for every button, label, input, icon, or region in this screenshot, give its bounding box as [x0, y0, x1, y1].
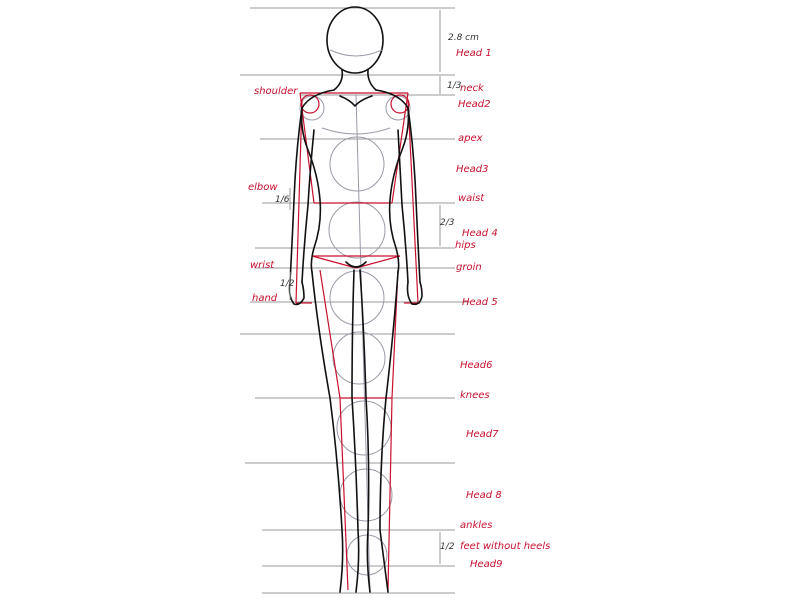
label-head4: Head 4: [462, 228, 498, 239]
label-head8: Head 8: [466, 490, 502, 501]
head-measurement-label: 2.8 cm: [448, 33, 479, 43]
label-neck-fraction: 1/3: [447, 81, 462, 91]
measure-marks: [289, 10, 441, 564]
label-groin: groin: [456, 262, 482, 273]
label-apex: apex: [458, 133, 483, 144]
collarbone: [339, 95, 373, 107]
left-leg-outer: [311, 271, 344, 593]
groin: [345, 261, 367, 268]
label-feet-fraction: 1/2: [440, 542, 455, 552]
left-arm-line: [295, 99, 303, 304]
label-head2: Head2: [458, 99, 491, 110]
label-head9: Head9: [470, 559, 503, 570]
construction-circles: [299, 94, 411, 593]
label-neck: neck: [460, 83, 485, 94]
right-leg-outer: [379, 271, 399, 593]
label-wrist: wrist: [250, 260, 275, 271]
construction-circle: [299, 95, 325, 121]
label-shoulder: shoulder: [254, 86, 298, 97]
construction-circle: [332, 331, 386, 385]
label-head3: Head3: [456, 164, 489, 175]
construction-circle: [329, 270, 385, 326]
label-knees: knees: [460, 390, 490, 401]
label-feet-without-heels: feet without heels: [460, 541, 550, 552]
construction-circle: [328, 201, 386, 259]
left-leg-inner: [351, 269, 360, 593]
right-arm-inner: [397, 129, 409, 283]
neck-right: [367, 69, 377, 91]
hip-to-groin-left: [311, 255, 357, 269]
torso-box-right: [391, 92, 409, 204]
neck-left: [333, 69, 344, 91]
label-head1: Head 1: [456, 48, 492, 59]
left-shoulder-joint: [300, 94, 320, 114]
label-waist: waist: [458, 193, 485, 204]
figure-outline: [288, 6, 423, 593]
label-elbow: elbow: [248, 182, 278, 193]
label-ankles: ankles: [460, 520, 492, 531]
right-leg-box: [387, 269, 399, 591]
label-hips: hips: [455, 240, 476, 251]
label-head5: Head 5: [462, 297, 498, 308]
label-hand-fraction: 1/2: [280, 279, 295, 289]
annotation-labels: 2.8 cm Head 1 1/3 neck shoulder Head2 ap…: [248, 33, 550, 570]
hip-to-groin-right: [355, 255, 401, 269]
chest-sketch: [321, 127, 391, 135]
label-head7: Head7: [466, 429, 499, 440]
label-hips-fraction: 2/3: [440, 218, 455, 228]
torso-left: [300, 89, 335, 273]
right-leg-inner: [359, 269, 371, 593]
label-hand: hand: [252, 293, 278, 304]
label-elbow-fraction: 1/6: [275, 195, 290, 205]
construction-circle: [339, 468, 393, 522]
left-arm-outer: [289, 107, 303, 283]
right-arm-outer: [407, 107, 421, 283]
right-shoulder-joint: [390, 94, 410, 114]
right-arm-line: [407, 99, 419, 304]
left-arm-inner: [301, 129, 315, 283]
construction-circle: [385, 95, 411, 121]
label-head6: Head6: [460, 360, 493, 371]
head: [326, 6, 384, 74]
head-guide: [329, 49, 383, 57]
right-hand: [406, 281, 423, 306]
torso-right: [375, 89, 410, 273]
